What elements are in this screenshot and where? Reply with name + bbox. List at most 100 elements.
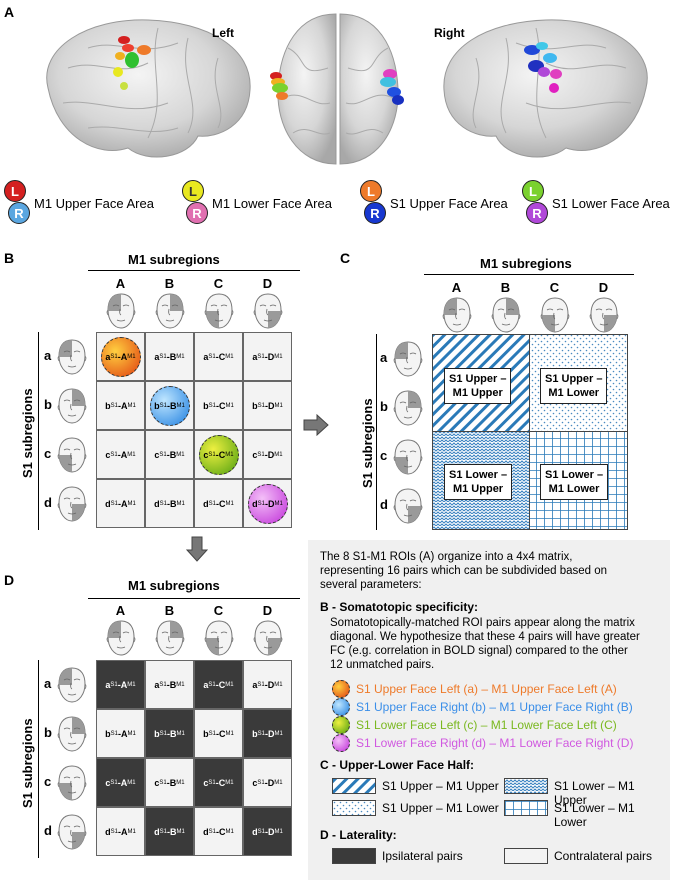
panel-b-y-title: S1 subregions — [20, 388, 35, 478]
face-icon — [57, 485, 87, 522]
row-label: d — [44, 494, 52, 510]
right-marker-icon: R — [526, 202, 548, 224]
face-icon — [441, 296, 473, 339]
row-label: a — [44, 675, 52, 691]
face-icon — [106, 620, 135, 656]
roi-marker — [115, 52, 125, 60]
matched-pair-circle — [248, 484, 288, 524]
face-icon — [56, 338, 88, 381]
face-icon — [204, 293, 233, 329]
panel-c-y-title: S1 subregions — [360, 398, 375, 488]
column-label: C — [549, 280, 560, 295]
left-label: Left — [212, 26, 234, 40]
face-icon — [154, 619, 186, 662]
section-b-text: FC (e.g. correlation in BOLD signal) com… — [330, 645, 628, 657]
right-label: Right — [434, 26, 465, 40]
face-icon — [56, 715, 88, 758]
face-icon — [203, 619, 235, 662]
face-icon — [491, 297, 520, 333]
panel-c-label: C — [340, 250, 351, 266]
left-marker-icon: L — [182, 180, 204, 202]
swatch-wave — [504, 778, 548, 794]
face-icon — [155, 293, 184, 329]
row-label: c — [44, 773, 52, 789]
swatch-ipsi — [332, 848, 376, 864]
section-b-text: 12 unmatched pairs. — [330, 659, 435, 671]
face-icon — [56, 485, 88, 528]
row-label: c — [380, 447, 388, 463]
column-label: D — [262, 276, 273, 291]
face-icon — [253, 293, 282, 329]
face-icon — [105, 619, 137, 662]
section-b-heading: B - Somatotopic specificity: — [320, 600, 479, 614]
legend-uu: S1 Upper – M1 Upper — [382, 779, 499, 793]
left-marker-icon: L — [522, 180, 544, 202]
panel-b-x-axis-line — [88, 270, 300, 271]
quadrant-label-ll: S1 Lower –M1 Lower — [540, 464, 609, 500]
panel-c-x-title: M1 subregions — [480, 256, 572, 271]
column-label: B — [500, 280, 511, 295]
face-icon — [203, 292, 235, 335]
right-marker-icon: R — [8, 202, 30, 224]
face-icon — [393, 487, 423, 524]
face-icon — [57, 813, 87, 850]
legend-label: S1 Upper Face Area — [390, 195, 508, 211]
legend-ipsi: Ipsilateral pairs — [382, 849, 463, 863]
face-icon — [155, 620, 184, 656]
roi-dot-icon — [332, 716, 350, 734]
face-icon — [253, 620, 282, 656]
panel-c-y-axis-line — [376, 334, 377, 530]
face-icon — [57, 666, 87, 703]
right-marker-icon: R — [186, 202, 208, 224]
right-marker-icon: R — [364, 202, 386, 224]
swatch-dots — [332, 800, 376, 816]
left-marker-icon: L — [360, 180, 382, 202]
face-icon — [154, 292, 186, 335]
matched-pair-circle — [150, 386, 190, 426]
roi-dot-icon — [332, 698, 350, 716]
roi-dot-icon — [332, 734, 350, 752]
section-c-heading: C - Upper-Lower Face Half: — [320, 758, 475, 772]
panel-c-x-axis-line — [424, 274, 634, 275]
legend-label: M1 Upper Face Area — [34, 195, 154, 211]
roi-pair-item: S1 Upper Face Right (b) – M1 Upper Face … — [332, 698, 633, 716]
panel-d-x-axis-line — [88, 598, 300, 599]
intro-line: representing 16 pairs which can be subdi… — [320, 565, 608, 577]
panel-d-y-axis-line — [38, 660, 39, 858]
column-label: D — [598, 280, 609, 295]
quadrant-label-uu: S1 Upper –M1 Upper — [444, 368, 512, 404]
face-icon — [105, 292, 137, 335]
legend-lu: S1 Lower – M1 Upper — [554, 779, 635, 807]
column-label: B — [164, 603, 175, 618]
arrow-down-icon — [186, 536, 208, 562]
swatch-diag — [332, 778, 376, 794]
row-label: d — [44, 822, 52, 838]
face-icon — [57, 338, 87, 375]
row-label: b — [44, 724, 52, 740]
row-label: d — [380, 496, 388, 512]
quadrant-label-lu: S1 Lower –M1 Upper — [444, 464, 513, 500]
roi-marker — [120, 82, 128, 90]
row-label: b — [380, 398, 388, 414]
face-icon — [539, 296, 571, 339]
